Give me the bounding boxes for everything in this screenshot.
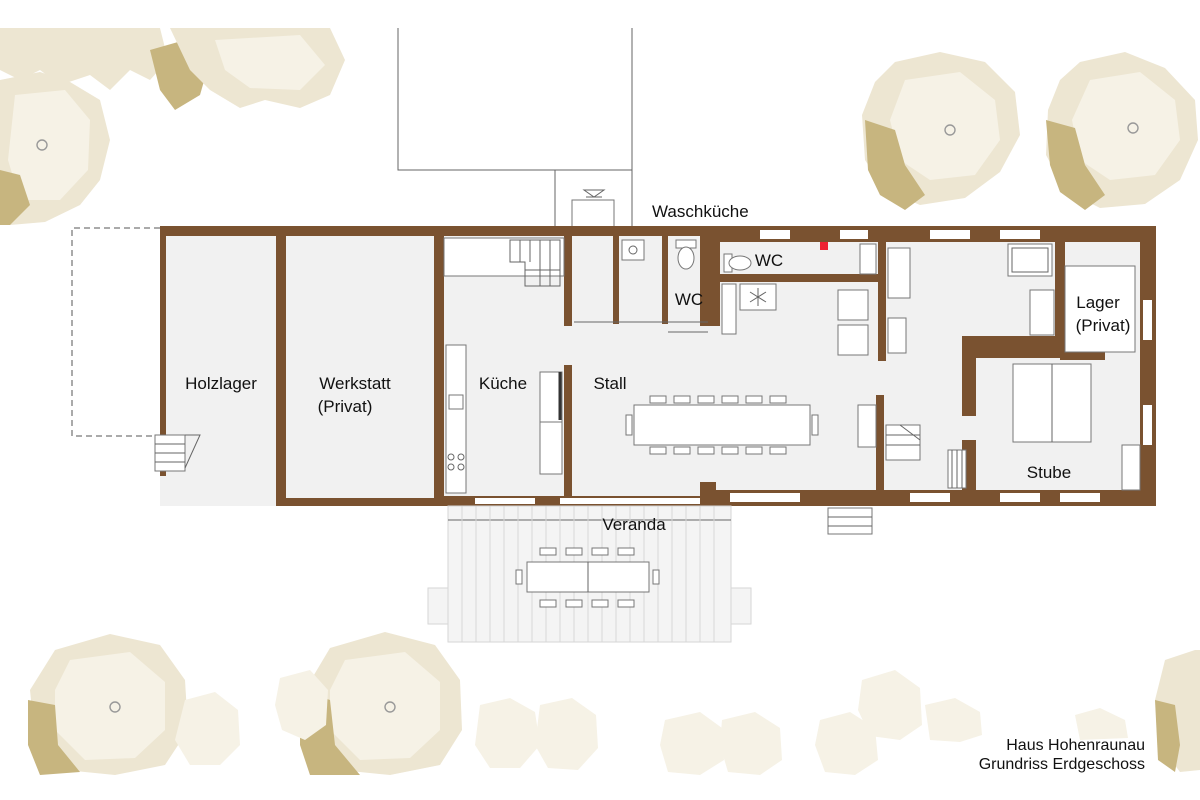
title-block: Haus Hohenraunau Grundriss Erdgeschoss [979,737,1145,773]
tree-icon [175,692,240,765]
kitchen-counter [445,344,563,494]
label-wc-upper: WC [755,251,783,270]
bathtub-icon [887,247,911,299]
trees [0,28,1200,775]
sink-icon [621,239,645,261]
counter [721,283,737,335]
plan-subtitle: Grundriss Erdgeschoss [979,756,1145,773]
tree-icon [660,712,782,775]
annex-outline [397,28,633,237]
tree-icon [1155,650,1200,772]
cabinet [887,317,907,354]
tree-icon [815,670,1128,775]
label-veranda: Veranda [602,515,666,534]
label-werkstatt-privat: (Privat) [318,397,373,416]
table-icon [515,561,660,593]
tree-icon [28,634,188,775]
sink-icon [1007,243,1053,277]
toilet-icon [723,253,752,273]
label-stall: Stall [593,374,626,393]
stair-icon [154,434,201,472]
fire-extinguisher-icon [820,242,828,250]
chair-icon [539,547,635,608]
label-stube: Stube [1027,463,1071,482]
tree-icon [275,670,328,740]
stair-icon [947,449,967,489]
label-werkstatt: Werkstatt [319,374,391,393]
toilet-icon [675,239,697,270]
cabinet [1121,444,1141,491]
tree-icon [862,52,1020,210]
tree-icon [170,28,345,108]
tree-icon [1046,52,1198,210]
bed-icon [1064,265,1136,353]
plan-title: Haus Hohenraunau [1006,737,1145,754]
room-labels: Holzlager Werkstatt (Privat) Küche Stall… [185,202,1130,534]
building [160,226,1156,506]
stove-icon [447,453,465,471]
label-kueche: Küche [479,374,527,393]
sink-icon [859,243,877,275]
bed-icon [1012,363,1092,443]
armchair-icon [837,289,869,356]
dashed-extension [71,227,160,437]
label-lager: Lager [1076,293,1120,312]
sideboard [857,404,877,448]
table-icon [625,404,819,446]
stair-icon [885,424,921,461]
label-holzlager: Holzlager [185,374,257,393]
tree-icon [475,698,598,770]
tree-icon [300,632,462,775]
chair-icon [649,395,787,455]
label-wc-lower: WC [675,290,703,309]
label-lager-privat: (Privat) [1076,316,1131,335]
stair-icon [443,237,565,287]
stove-icon [739,283,777,311]
stair-icon [827,507,873,535]
shelf [1029,289,1055,336]
tree-icon [0,72,110,225]
label-waschkueche: Waschküche [652,202,749,221]
veranda-deck [427,505,752,643]
